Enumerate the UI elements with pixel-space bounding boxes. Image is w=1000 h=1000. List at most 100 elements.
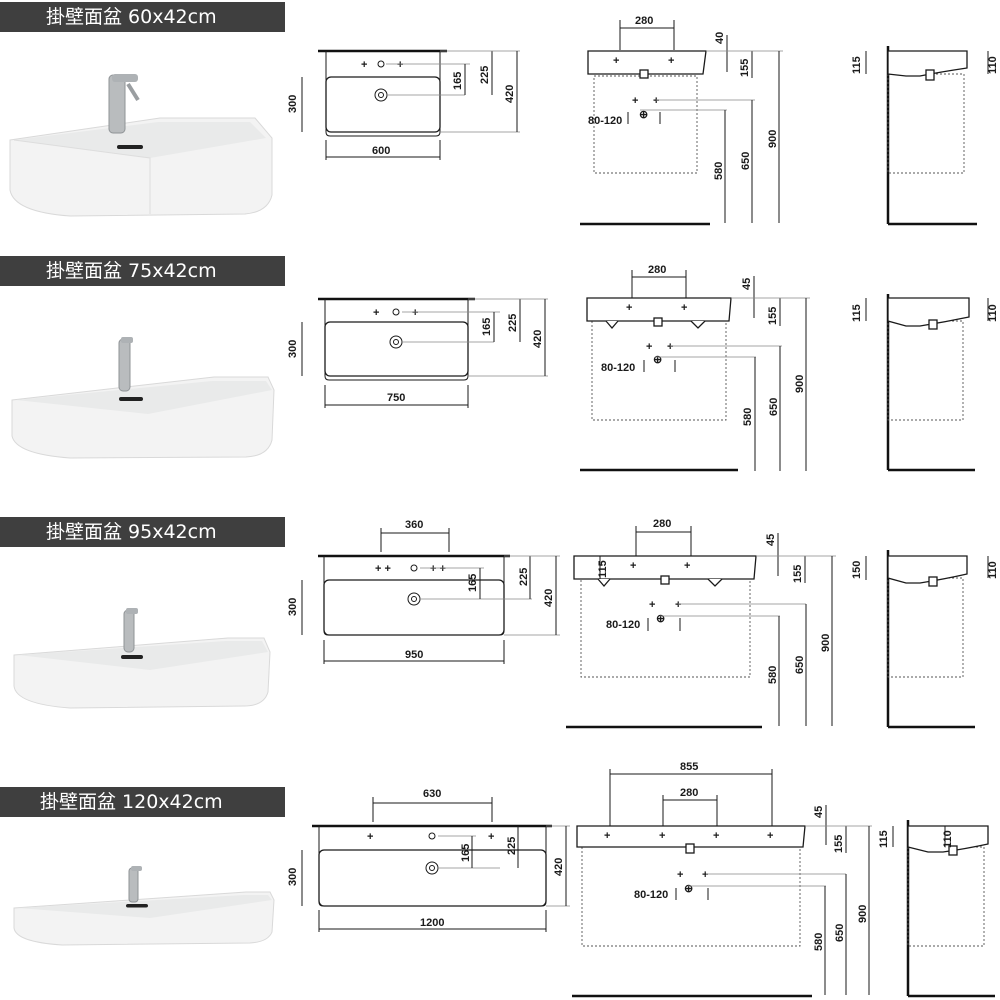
- svg-text:+: +: [626, 302, 632, 314]
- trap-range-label: 80-120: [601, 362, 635, 374]
- svg-text:+: +: [604, 830, 610, 842]
- svg-text:+: +: [767, 830, 773, 842]
- svg-text:+: +: [373, 307, 379, 319]
- technical-drawing: ++ 600 300 165 225 420 ++ 280 40 155 ++ …: [287, 15, 999, 226]
- height-580-label: 580: [767, 666, 779, 684]
- product-title: 掛壁面盆 60x42cm: [0, 2, 285, 32]
- width-label: 750: [387, 392, 405, 404]
- svg-text:+: +: [630, 560, 636, 572]
- rim-height-label: 45: [765, 534, 777, 546]
- tap-offset-label: 165: [467, 574, 479, 592]
- side-left-height: 150: [851, 561, 863, 579]
- depth-label: 300: [287, 868, 299, 886]
- rim-depth-label: 225: [506, 837, 518, 855]
- trap-range-label: 80-120: [606, 619, 640, 631]
- svg-text:+: +: [367, 831, 373, 843]
- faucet-icon: [123, 608, 138, 653]
- side-right-height: 110: [987, 56, 999, 74]
- depth-label: 300: [287, 340, 299, 358]
- rim-depth-label: 225: [518, 568, 530, 586]
- svg-text:+: +: [668, 55, 674, 67]
- side-right-height: 110: [987, 561, 999, 579]
- washbasin-photo: [13, 608, 271, 709]
- product-row-75: 掛壁面盆 75x42cm + + 750 300 165 225 420: [0, 250, 1000, 500]
- bowl-height-label: 155: [767, 307, 779, 325]
- side-left-height: 115: [878, 830, 890, 848]
- svg-text:+: +: [702, 869, 708, 881]
- rim-depth-label: 225: [479, 66, 491, 84]
- svg-text:+: +: [361, 59, 367, 71]
- tap-spacing-label: 630: [423, 788, 441, 800]
- tap-offset-label: 165: [481, 318, 493, 336]
- hole-spacing-label: 280: [680, 787, 698, 799]
- faucet-icon: [118, 337, 133, 392]
- trap-range-label: 80-120: [634, 889, 668, 901]
- svg-text:+ +: + +: [375, 563, 391, 575]
- product-row-60: 掛壁面盆 60x42cm + + 600 300 165 225 420: [0, 0, 1000, 250]
- svg-text:+: +: [677, 869, 683, 881]
- bowl-height-label: 155: [739, 59, 751, 77]
- inner-height-label: 115: [597, 560, 609, 578]
- total-depth-label: 420: [553, 858, 565, 876]
- svg-text:+: +: [488, 831, 494, 843]
- side-right-height: 110: [987, 304, 999, 322]
- svg-text:+: +: [653, 95, 659, 107]
- total-depth-label: 420: [532, 330, 544, 348]
- height-900-label: 900: [794, 375, 806, 393]
- technical-drawing: + + + + 360 950 300 165 225 420 + + 280 11…: [287, 518, 999, 729]
- width-label: 600: [372, 145, 390, 157]
- height-650-label: 650: [794, 656, 806, 674]
- svg-text:+: +: [675, 599, 681, 611]
- svg-text:+: +: [412, 307, 418, 319]
- depth-label: 300: [287, 598, 299, 616]
- height-900-label: 900: [820, 634, 832, 652]
- svg-text:⊕: ⊕: [684, 883, 693, 895]
- hole-spacing-label: 280: [648, 264, 666, 276]
- height-580-label: 580: [742, 408, 754, 426]
- total-depth-label: 420: [504, 85, 516, 103]
- svg-text:⊕: ⊕: [656, 613, 665, 625]
- product-title: 掛壁面盆 120x42cm: [0, 787, 285, 817]
- technical-drawing: ++ 630 1200 300 165 225 420 ++ ++ 855 28…: [287, 761, 995, 998]
- svg-text:⊕: ⊕: [653, 354, 662, 366]
- washbasin-photo: [13, 866, 275, 946]
- washbasin-photo: [11, 337, 275, 459]
- bowl-height-label: 155: [833, 835, 845, 853]
- svg-text:+: +: [667, 341, 673, 353]
- total-depth-label: 420: [543, 589, 555, 607]
- width-label: 950: [405, 649, 423, 661]
- tap-offset-label: 165: [460, 844, 472, 862]
- product-title: 掛壁面盆 75x42cm: [0, 256, 285, 286]
- height-650-label: 650: [834, 924, 846, 942]
- svg-text:+: +: [649, 599, 655, 611]
- product-row-120: 掛壁面盆 120x42cm ++ 630 1200 300 165 225 42…: [0, 750, 1000, 1000]
- depth-label: 300: [287, 95, 299, 113]
- svg-text:+: +: [681, 302, 687, 314]
- technical-drawing: ++ 750 300 165 225 420 ++ 280 45 155 ++ …: [287, 264, 999, 472]
- rim-depth-label: 225: [507, 314, 519, 332]
- rim-height-label: 40: [714, 32, 726, 44]
- height-580-label: 580: [713, 162, 725, 180]
- height-900-label: 900: [767, 130, 779, 148]
- svg-text:+: +: [397, 59, 403, 71]
- hole-spacing-label: 280: [635, 15, 653, 27]
- tap-offset-label: 165: [452, 72, 464, 90]
- side-left-height: 115: [851, 304, 863, 322]
- faucet-icon: [108, 74, 140, 134]
- svg-text:+: +: [659, 830, 665, 842]
- hole-spacing-label: 280: [653, 518, 671, 530]
- outer-spacing-label: 855: [680, 761, 698, 773]
- svg-text:+: +: [684, 560, 690, 572]
- svg-text:⊕: ⊕: [639, 109, 648, 121]
- svg-text:+: +: [632, 95, 638, 107]
- product-row-95: 掛壁面盆 95x42cm + + + + 360 950 300 165 225 …: [0, 500, 1000, 750]
- svg-text:+ +: + +: [430, 563, 446, 575]
- height-580-label: 580: [813, 933, 825, 951]
- height-650-label: 650: [768, 398, 780, 416]
- height-900-label: 900: [857, 905, 869, 923]
- product-title: 掛壁面盆 95x42cm: [0, 517, 285, 547]
- tap-spacing-label: 360: [405, 519, 423, 531]
- side-left-height: 115: [851, 56, 863, 74]
- svg-text:+: +: [646, 341, 652, 353]
- washbasin-photo: [9, 74, 273, 217]
